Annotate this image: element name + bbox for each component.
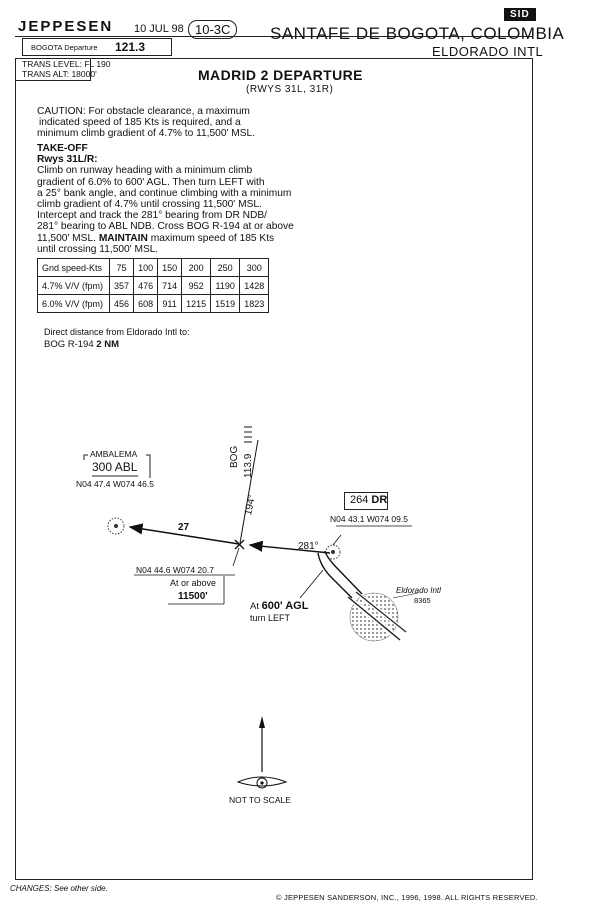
trans-alt: TRANS ALT: 18000' xyxy=(22,69,97,79)
leg-distance-label: 27 xyxy=(178,522,190,533)
takeoff-line: Climb on runway heading with a minimum c… xyxy=(37,165,253,177)
not-to-scale-label: NOT TO SCALE xyxy=(229,795,291,805)
table-cell: 1215 xyxy=(181,294,212,313)
dr-freq: 264 xyxy=(350,494,369,506)
procedure-runways: (RWYS 31L, 31R) xyxy=(246,84,334,95)
takeoff-line: 281° bearing to ABL NDB. Cross BOG R-194… xyxy=(37,221,294,233)
takeoff-line: climb gradient of 4.7% until crossing 11… xyxy=(37,199,262,211)
distance-value: 2 NM xyxy=(96,339,119,350)
chart-type-badge: SID xyxy=(504,8,536,21)
radial-arrow-icon xyxy=(244,426,252,443)
radial-name: BOG xyxy=(229,445,240,468)
intersection-fix-icon xyxy=(234,539,245,550)
table-row: 6.0% V/V (fpm) 456 608 911 1215 1519 182… xyxy=(36,294,270,313)
caution-line: minimum climb gradient of 4.7% to 11,500… xyxy=(37,128,256,140)
dr-ndb-icon xyxy=(325,544,341,560)
bog-radial-line xyxy=(239,439,259,544)
takeoff-heading: TAKE-OFF xyxy=(37,143,88,154)
takeoff-line: a 25° bank angle, and continue climbing … xyxy=(37,187,292,199)
distance-intro: Direct distance from Eldorado Intl to: xyxy=(44,327,190,337)
takeoff-line: 11,500' MSL. MAINTAIN maximum speed of 1… xyxy=(37,233,294,244)
transition-box xyxy=(15,58,91,81)
city-title: SANTAFE DE BOGOTA, COLOMBIA xyxy=(270,24,565,43)
maintain-word: MAINTAIN xyxy=(98,232,148,244)
dr-ident: 264 DR xyxy=(350,494,387,506)
departure-path-31r xyxy=(324,550,363,595)
caution-line: indicated speed of 185 Kts is required, … xyxy=(39,117,241,129)
ambalema-freq: 300 xyxy=(92,460,113,474)
distance-item: BOG R-194 2 NM xyxy=(44,339,119,350)
dr-coords: N04 43.1 W074 09.5 xyxy=(330,514,408,524)
caution-line: CAUTION: For obstacle clearance, a maxim… xyxy=(37,106,250,117)
ambalema-coords: N04 47.4 W074 46.5 xyxy=(76,479,154,489)
north-arrow-icon xyxy=(236,716,288,789)
airport-map-name: Eldorado Intl xyxy=(396,586,441,595)
frequency-label: BOGOTA Departure xyxy=(31,43,98,52)
caution-text: CAUTION: For obstacle clearance, a maxim… xyxy=(37,106,255,140)
takeoff-line: gradient of 6.0% to 600' AGL. Then turn … xyxy=(37,176,265,188)
ambalema-box xyxy=(83,454,151,478)
fix-callout-line xyxy=(232,547,240,567)
airport-callout-line xyxy=(392,592,419,599)
ambalema-ndb-icon xyxy=(107,517,125,535)
takeoff-line: Intercept and track the 281° bearing fro… xyxy=(37,210,268,222)
radial-frequency: 113.9 xyxy=(243,453,254,478)
distance-label: BOG R-194 xyxy=(44,339,94,350)
table-cell: 75 xyxy=(109,258,135,277)
chart-number: 10-3C xyxy=(188,20,238,39)
dr-ident-box xyxy=(344,492,388,510)
takeoff-line: until crossing 11,500' MSL. xyxy=(37,243,159,255)
ambalema-ident: 300 ABL xyxy=(92,460,137,474)
turn-altitude: 600' AGL xyxy=(261,600,309,612)
takeoff-line-start: 11,500' MSL. xyxy=(37,232,96,244)
leg-dr-to-fix xyxy=(248,540,331,554)
ambalema-name: AMBALEMA xyxy=(90,449,138,459)
ambalema-id: ABL xyxy=(114,460,138,474)
departure-path-31l xyxy=(317,552,353,599)
fix-altitude: 11500' xyxy=(178,591,208,602)
copyright: © JEPPESEN SANDERSON, INC., 1996, 1998. … xyxy=(276,893,538,902)
frequency-box xyxy=(22,38,172,56)
frequency-value: 121.3 xyxy=(115,40,146,54)
leg-fix-to-ambalema xyxy=(128,523,240,545)
maintain-rest: maximum speed of 185 Kts xyxy=(150,232,275,244)
turn-callout-line xyxy=(299,569,324,599)
fix-altitude-label: At or above xyxy=(170,578,217,588)
dr-callout-line xyxy=(332,534,342,546)
fix-coords: N04 44.6 W074 20.7 xyxy=(136,565,214,575)
takeoff-text: TAKE-OFF Rwys 31L/R: Climb on runway hea… xyxy=(37,143,294,255)
chart-frame xyxy=(15,58,533,880)
table-cell: 456 xyxy=(109,294,135,313)
trans-level: TRANS LEVEL: FL 190 xyxy=(22,59,111,69)
turn-label: At 600' AGL xyxy=(250,600,308,612)
procedure-title: MADRID 2 DEPARTURE xyxy=(198,67,363,83)
table-cell: 911 xyxy=(157,294,183,313)
table-cell: 608 xyxy=(133,294,159,313)
changes-note: CHANGES: See other side. xyxy=(10,884,108,893)
turn-at: At xyxy=(250,601,259,612)
brand-logo: JEPPESEN xyxy=(18,18,114,35)
dr-id: DR xyxy=(371,494,388,506)
table-header-row: Gnd speed-Kts 75 100 150 200 250 300 xyxy=(36,258,270,277)
airport-name: ELDORADO INTL xyxy=(432,44,544,59)
takeoff-runways: Rwys 31L/R: xyxy=(37,154,98,166)
climb-gradient-table: Gnd speed-Kts 75 100 150 200 250 300 4.7… xyxy=(36,258,270,313)
table-cell: 1823 xyxy=(239,294,270,313)
track-bearing: 281° xyxy=(298,541,319,552)
table-row: 4.7% V/V (fpm) 357 476 714 952 1190 1428 xyxy=(36,276,270,295)
airport-elevation: 8365 xyxy=(414,596,431,605)
turn-instruction: turn LEFT xyxy=(250,613,291,623)
chart-date: 10 JUL 98 xyxy=(134,23,184,35)
header-divider xyxy=(15,36,533,37)
